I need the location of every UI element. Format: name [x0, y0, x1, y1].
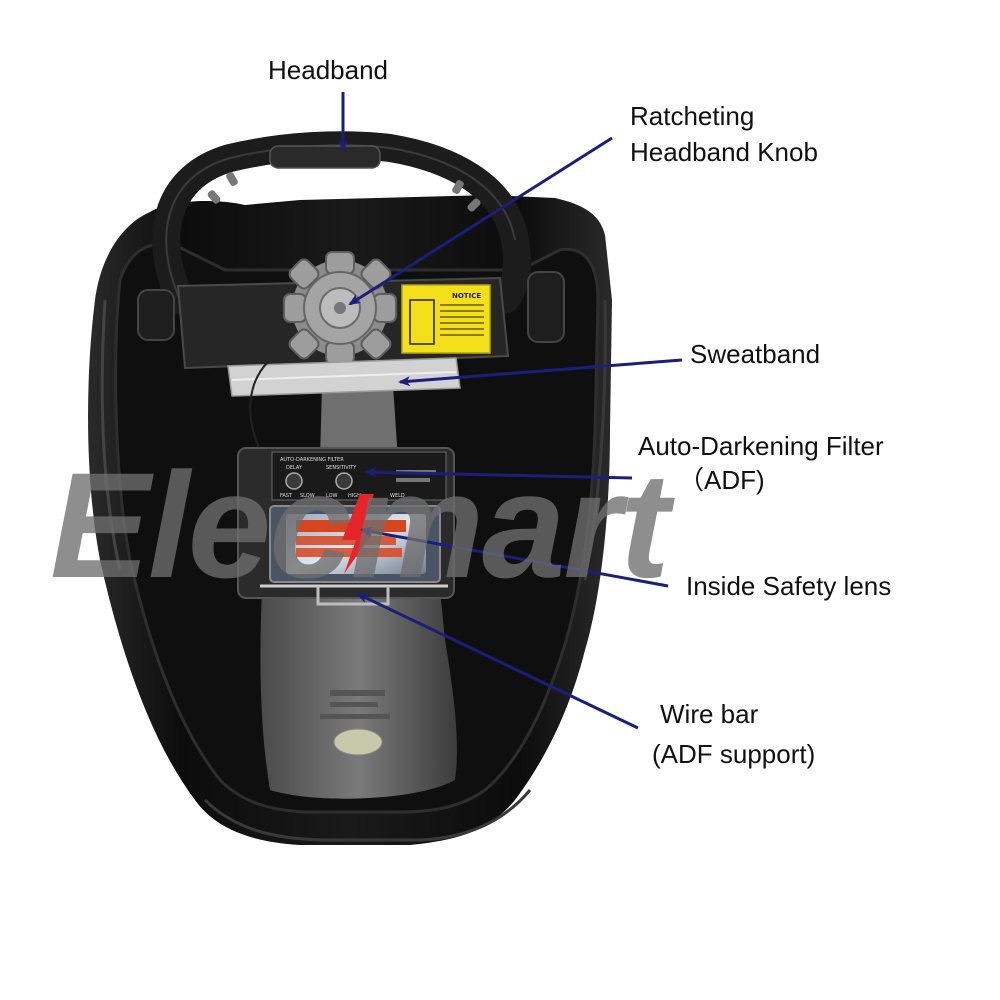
label-sweatband: Sweatband [690, 339, 821, 369]
label-ratchet-line2: Headband Knob [630, 137, 818, 167]
adf-low: LOW [326, 493, 338, 499]
lightning-bolt-icon [342, 494, 376, 574]
adf-weld: WELD [390, 493, 405, 499]
arrow-adf [364, 467, 633, 480]
adf-title: AUTO-DARKENING FILTER [280, 457, 344, 463]
arrow-lens [360, 526, 669, 588]
headband [152, 131, 531, 314]
adf-high: HIGH [348, 493, 361, 499]
notice-sticker: NOTICE [401, 284, 491, 354]
inside-safety-lens [269, 494, 441, 583]
label-inside-safety-lens: Inside Safety lens [686, 571, 892, 601]
callout-arrows [338, 92, 683, 730]
arrow-wirebar [356, 592, 639, 730]
arrow-ratchet [348, 136, 613, 306]
adf-sensitivity: SENSITIVITY [326, 465, 357, 471]
chin-guard [260, 385, 457, 799]
headband-pivots [137, 271, 565, 343]
label-headband: Headband [268, 55, 388, 85]
label-adf-line1: Auto-Darkening Filter [638, 431, 884, 461]
adf-fast: FAST [280, 493, 293, 499]
adf-delay: DELAY [286, 465, 303, 471]
arrow-sweatband [398, 358, 683, 387]
notice-title: NOTICE [452, 292, 481, 300]
wire-bar [260, 584, 448, 606]
adf-slow: SLOW [300, 493, 315, 499]
label-ratchet-line1: Ratcheting [630, 101, 755, 131]
ratchet-knob [283, 251, 397, 365]
label-adf-line2: （ADF) [678, 465, 765, 495]
watermark: Elecmart [50, 441, 670, 609]
label-wirebar-line2: (ADF support) [652, 739, 816, 769]
label-wirebar-line1: Wire bar [660, 699, 759, 729]
sweatband [227, 357, 461, 397]
